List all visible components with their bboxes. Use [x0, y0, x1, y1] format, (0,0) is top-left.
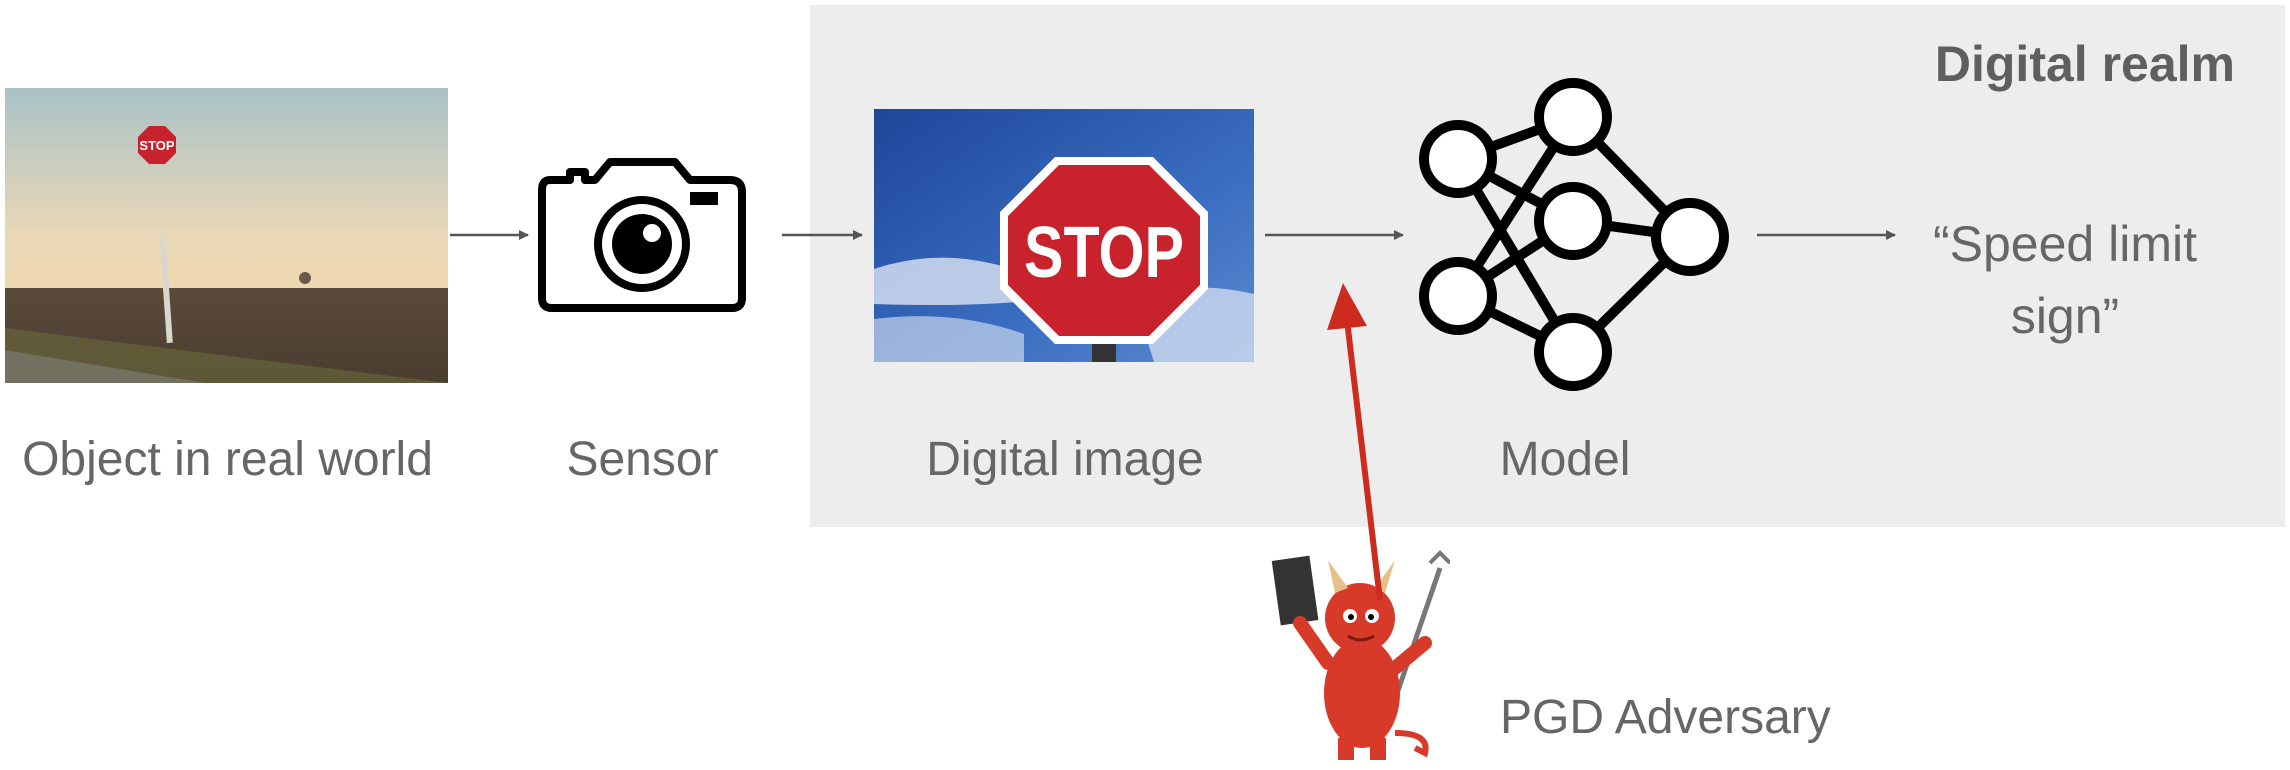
camera-icon [535, 158, 750, 313]
label-object: Object in real world [22, 433, 433, 486]
neural-network-icon [1405, 72, 1735, 402]
model-output: “Speed limit sign” [1933, 216, 2197, 344]
digital-sign-text: STOP [1024, 213, 1184, 293]
label-sensor: Sensor [566, 433, 719, 486]
label-digital-image: Digital image [926, 433, 1204, 486]
real-world-photo: STOP [5, 88, 448, 383]
attack-arrowhead [1327, 283, 1367, 330]
attack-arrow [1344, 319, 1383, 601]
label-adversary: PGD Adversary [1500, 691, 1831, 744]
devil-mascot [1230, 548, 1450, 763]
digital-image: STOP [874, 109, 1254, 362]
digital-realm-title: Digital realm [1934, 36, 2235, 92]
label-model: Model [1499, 433, 1631, 486]
real-world-sign-text: STOP [139, 138, 174, 153]
